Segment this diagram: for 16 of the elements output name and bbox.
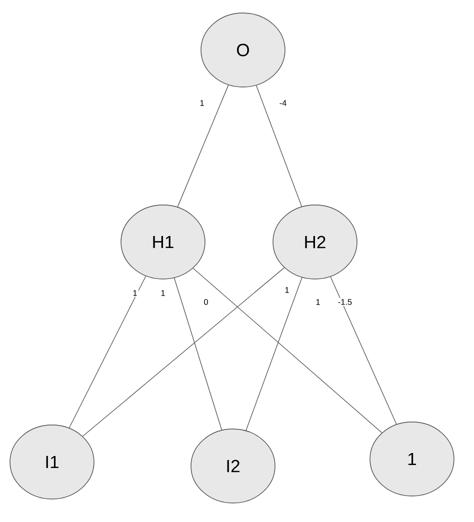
weight-label: 1: [160, 289, 166, 297]
connection-line: [256, 85, 302, 207]
connection-line: [246, 277, 302, 431]
weight-label: 1: [132, 289, 138, 297]
connection-line: [82, 267, 285, 437]
weight-label: 1: [314, 298, 322, 306]
weight-label: 0: [202, 298, 210, 306]
connection-line: [192, 268, 382, 434]
weight-label: 1: [284, 286, 290, 294]
weight-label: -4: [278, 99, 288, 107]
connection-line: [330, 276, 397, 425]
connection-line: [68, 276, 146, 428]
weight-label: 1: [198, 99, 206, 107]
connection-line: [177, 84, 229, 208]
weight-label: -1.5: [336, 298, 354, 306]
connection-line: [174, 278, 222, 430]
